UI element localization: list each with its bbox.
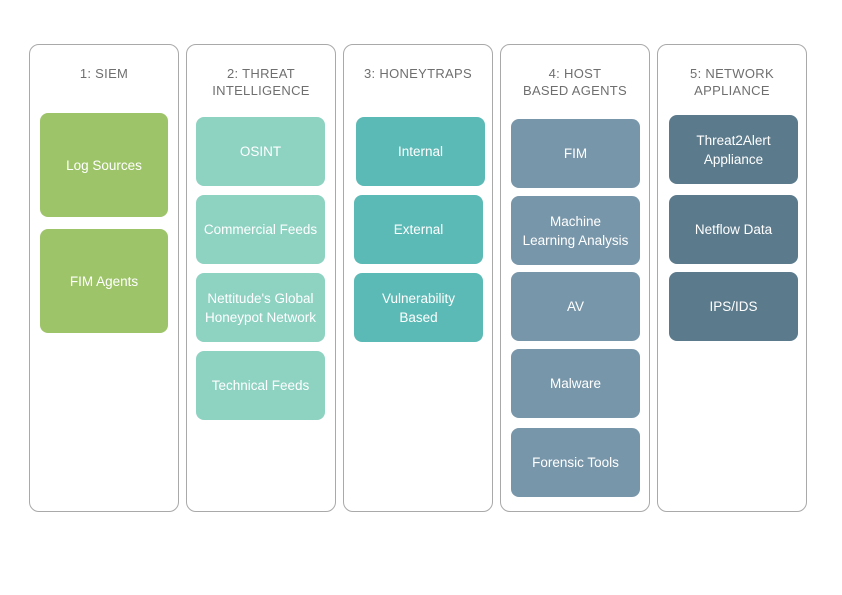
card-log-sources: Log Sources [40, 113, 168, 217]
column-title-siem: 1: SIEM [79, 66, 129, 81]
column-title-network-appliance: 5: NETWORK APPLIANCE [690, 66, 774, 98]
card-fim: FIM [511, 119, 640, 188]
card-av: AV [511, 272, 640, 341]
card-forensic-tools: Forensic Tools [511, 428, 640, 497]
column-title-threat-intelligence: 2: THREAT INTELLIGENCE [212, 66, 310, 98]
card-external: External [354, 195, 483, 264]
column-title-host-based-agents: 4: HOST BASED AGENTS [522, 66, 628, 98]
card-netflow-data: Netflow Data [669, 195, 798, 264]
card-ips-ids: IPS/IDS [669, 272, 798, 341]
card-machine-learning-analysis: Machine Learning Analysis [511, 196, 640, 265]
card-threat2alert-appliance: Threat2Alert Appliance [669, 115, 798, 184]
card-osint: OSINT [196, 117, 325, 186]
card-fim-agents: FIM Agents [40, 229, 168, 333]
card-vulnerability-based: Vulnerability Based [354, 273, 483, 342]
card-technical-feeds: Technical Feeds [196, 351, 325, 420]
card-global-honeypot-network: Nettitude's Global Honeypot Network [196, 273, 325, 342]
card-malware: Malware [511, 349, 640, 418]
card-commercial-feeds: Commercial Feeds [196, 195, 325, 264]
card-internal: Internal [356, 117, 485, 186]
column-title-honeytraps: 3: HONEYTRAPS [364, 66, 472, 81]
